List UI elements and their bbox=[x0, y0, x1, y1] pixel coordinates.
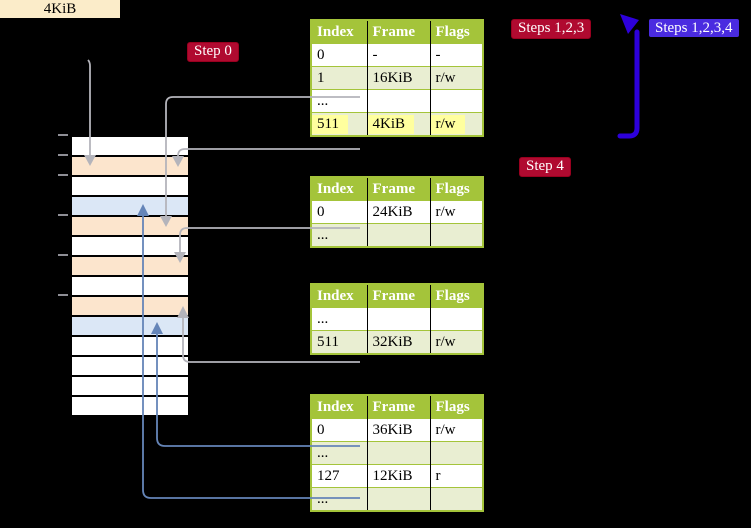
frame-cell: 4KiB bbox=[366, 112, 430, 136]
memory-row-empty bbox=[72, 395, 188, 415]
memory-tick bbox=[58, 214, 68, 216]
flags-cell: r/w bbox=[429, 66, 483, 90]
frame-cell bbox=[366, 441, 430, 465]
page-table-4: Index Frame Flags 0 36KiB r/w ... 127 12… bbox=[310, 394, 484, 512]
memory-row-empty bbox=[72, 355, 188, 375]
table-row: ... bbox=[311, 487, 483, 511]
index-cell: 127 bbox=[311, 464, 367, 488]
column-header: Index bbox=[311, 20, 367, 44]
table-row: 511 32KiB r/w bbox=[311, 330, 483, 354]
table-row: 0 36KiB r/w bbox=[311, 418, 483, 442]
steps1234-badge: Steps 1,2,3,4 bbox=[649, 19, 739, 37]
flags-cell bbox=[429, 487, 483, 511]
steps123-badge: Steps 1,2,3 bbox=[511, 19, 592, 39]
table-row: 0 24KiB r/w bbox=[311, 200, 483, 224]
index-cell: ... bbox=[311, 441, 367, 465]
index-cell: 0 bbox=[311, 43, 367, 67]
table-header-row: Index Frame Flags bbox=[311, 20, 483, 44]
step4-badge: Step 4 bbox=[519, 157, 571, 177]
column-header: Frame bbox=[366, 395, 430, 419]
table-row-highlighted: 511 4KiB r/w bbox=[311, 112, 483, 136]
column-header: Index bbox=[311, 284, 367, 308]
flags-cell bbox=[429, 223, 483, 247]
table-row: 127 12KiB r bbox=[311, 464, 483, 488]
flags-cell: - bbox=[429, 43, 483, 67]
flags-cell: r/w bbox=[429, 330, 483, 354]
table-header-row: Index Frame Flags bbox=[311, 395, 483, 419]
memory-row-empty bbox=[72, 235, 188, 255]
flags-cell: r/w bbox=[429, 112, 483, 136]
frame-size-label: 4KiB bbox=[0, 0, 120, 18]
frame-cell: 24KiB bbox=[366, 200, 430, 224]
flags-cell bbox=[429, 307, 483, 331]
column-header: Flags bbox=[429, 395, 483, 419]
memory-row-empty bbox=[72, 275, 188, 295]
frame-cell: 36KiB bbox=[366, 418, 430, 442]
memory-tick bbox=[58, 294, 68, 296]
frame-cell: - bbox=[366, 43, 430, 67]
column-header: Frame bbox=[366, 284, 430, 308]
table-row: ... bbox=[311, 441, 483, 465]
table-header-row: Index Frame Flags bbox=[311, 284, 483, 308]
memory-row-target bbox=[72, 195, 188, 215]
index-cell: ... bbox=[311, 487, 367, 511]
memory-row-empty bbox=[72, 175, 188, 195]
column-header: Index bbox=[311, 177, 367, 201]
frame-cell: 32KiB bbox=[366, 330, 430, 354]
column-header: Flags bbox=[429, 177, 483, 201]
memory-row-mapped bbox=[72, 295, 188, 315]
page-table-1: Index Frame Flags 0 - - 1 16KiB r/w ... … bbox=[310, 19, 484, 137]
memory-row-mapped bbox=[72, 255, 188, 275]
frame-cell bbox=[366, 307, 430, 331]
memory-tick bbox=[58, 134, 68, 136]
page-table-2: Index Frame Flags 0 24KiB r/w ... bbox=[310, 176, 484, 248]
highlighted-value: r/w bbox=[431, 114, 465, 134]
index-cell: 1 bbox=[311, 66, 367, 90]
memory-row-target bbox=[72, 315, 188, 335]
memory-row-mapped bbox=[72, 155, 188, 175]
flags-cell: r bbox=[429, 464, 483, 488]
column-header: Flags bbox=[429, 20, 483, 44]
frame-cell bbox=[366, 89, 430, 113]
index-cell: ... bbox=[311, 307, 367, 331]
index-cell: ... bbox=[311, 223, 367, 247]
flags-cell bbox=[429, 89, 483, 113]
index-cell: 0 bbox=[311, 418, 367, 442]
table-header-row: Index Frame Flags bbox=[311, 177, 483, 201]
frame-cell: 12KiB bbox=[366, 464, 430, 488]
flags-cell: r/w bbox=[429, 418, 483, 442]
column-header: Flags bbox=[429, 284, 483, 308]
table-row: ... bbox=[311, 223, 483, 247]
table-row: ... bbox=[311, 89, 483, 113]
highlighted-value: 511 bbox=[312, 114, 348, 134]
table-row: 0 - - bbox=[311, 43, 483, 67]
memory-row-empty bbox=[72, 137, 188, 155]
frame-cell: 16KiB bbox=[366, 66, 430, 90]
column-header: Frame bbox=[366, 20, 430, 44]
table-row: ... bbox=[311, 307, 483, 331]
column-header: Frame bbox=[366, 177, 430, 201]
frame-cell bbox=[366, 223, 430, 247]
table-row: 1 16KiB r/w bbox=[311, 66, 483, 90]
frame-cell bbox=[366, 487, 430, 511]
arrow-pt1-entry511-to-memory bbox=[172, 148, 360, 167]
index-cell: ... bbox=[311, 89, 367, 113]
memory-tick bbox=[58, 174, 68, 176]
index-cell: 511 bbox=[311, 330, 367, 354]
flags-cell bbox=[429, 441, 483, 465]
index-cell: 0 bbox=[311, 200, 367, 224]
column-header: Index bbox=[311, 395, 367, 419]
index-cell: 511 bbox=[311, 112, 367, 136]
highlighted-value: 4KiB bbox=[368, 114, 415, 134]
loop-arrow-steps bbox=[617, 14, 640, 139]
page-table-3: Index Frame Flags ... 511 32KiB r/w bbox=[310, 283, 484, 355]
memory-row-mapped bbox=[72, 215, 188, 235]
memory-row-empty bbox=[72, 335, 188, 355]
memory-tick bbox=[58, 254, 68, 256]
flags-cell: r/w bbox=[429, 200, 483, 224]
memory-tick bbox=[58, 154, 68, 156]
physical-memory-column bbox=[70, 135, 190, 415]
memory-row-empty bbox=[72, 375, 188, 395]
step0-badge: Step 0 bbox=[187, 42, 239, 62]
